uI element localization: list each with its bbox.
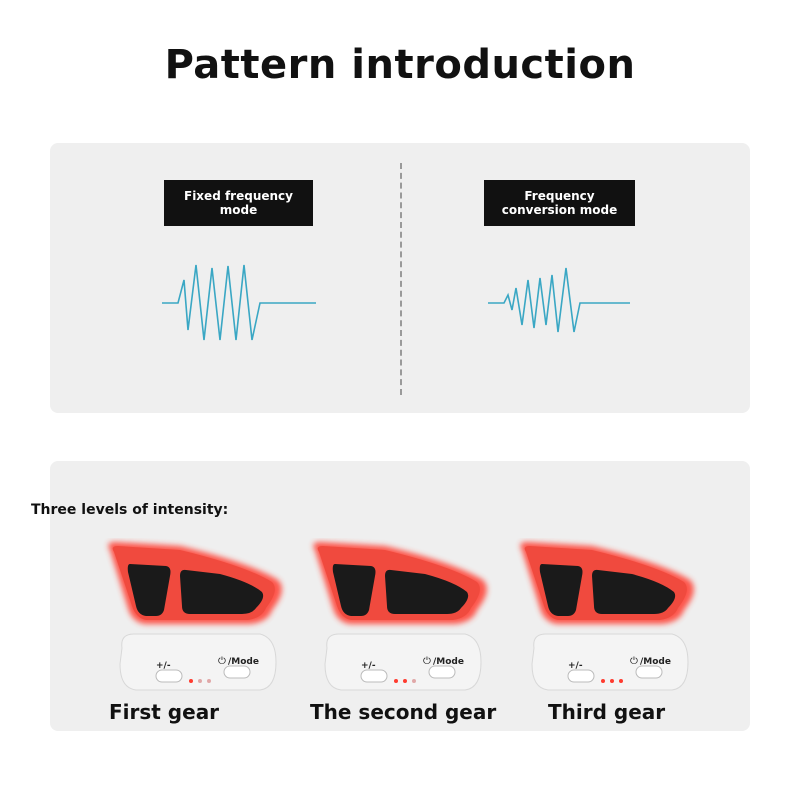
- plus-minus-label-2: +/-: [361, 661, 376, 671]
- mode-label-fixed: Fixed frequency mode: [164, 180, 313, 226]
- page-title: Pattern introduction: [164, 42, 636, 88]
- device-third-gear: +/- ⏻ /Mode: [520, 542, 694, 691]
- mode-button-1[interactable]: [223, 665, 251, 679]
- gear-label-second: The second gear: [310, 700, 497, 724]
- gear-label-third: Third gear: [548, 700, 666, 724]
- plus-minus-button-2[interactable]: [360, 669, 388, 683]
- gear-label-first: First gear: [109, 700, 220, 724]
- power-icon: ⏻: [423, 656, 431, 667]
- mode-button-3[interactable]: [635, 665, 663, 679]
- power-icon: ⏻: [218, 656, 226, 667]
- fixed-frequency-wave: [162, 264, 316, 341]
- mode-label-3: /Mode: [640, 657, 671, 667]
- device-first-gear: +/- ⏻ /Mode: [108, 542, 282, 691]
- frequency-conversion-wave: [488, 267, 630, 333]
- panel-divider: [400, 163, 402, 395]
- plus-minus-button-1[interactable]: [155, 669, 183, 683]
- plus-minus-button-3[interactable]: [567, 669, 595, 683]
- plus-minus-label-1: +/-: [156, 661, 171, 671]
- plus-minus-label-3: +/-: [568, 661, 583, 671]
- device-second-gear: +/- ⏻ /Mode: [313, 542, 487, 691]
- mode-button-2[interactable]: [428, 665, 456, 679]
- power-icon: ⏻: [630, 656, 638, 667]
- mode-label-1: /Mode: [228, 657, 259, 667]
- intensity-heading: Three levels of intensity:: [31, 502, 229, 518]
- mode-label-2: /Mode: [433, 657, 464, 667]
- mode-label-conversion: Frequency conversion mode: [484, 180, 635, 226]
